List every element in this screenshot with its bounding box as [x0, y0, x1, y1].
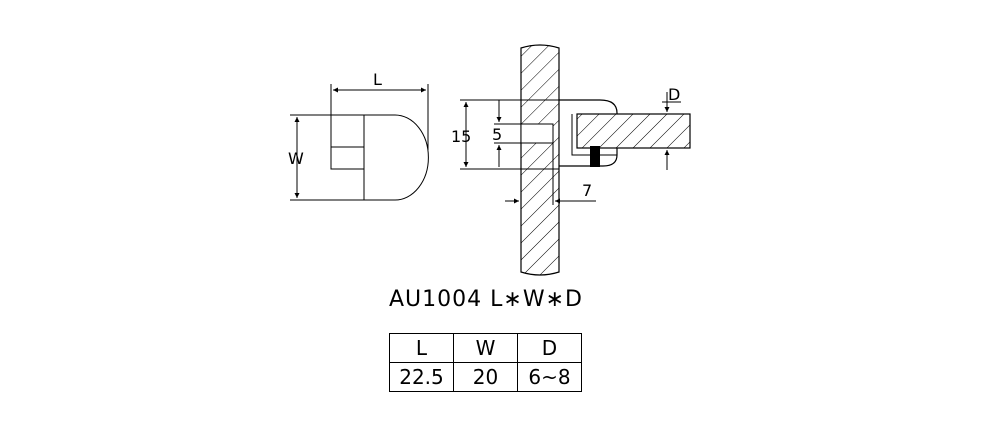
spec-value-depth: 6~8	[517, 362, 582, 392]
clip-channel	[571, 114, 617, 156]
shelf-panel	[576, 113, 691, 149]
front-view-body	[363, 114, 429, 201]
clip-bottom-outline	[559, 148, 618, 167]
model-label: AU1004 L∗W∗D	[389, 287, 583, 312]
slot-height-label: 5	[492, 125, 502, 144]
wall-section	[520, 44, 560, 276]
height-total-label: 15	[451, 127, 471, 146]
section-view: 15 5 7 D	[451, 44, 691, 276]
rubber-pad	[590, 146, 600, 167]
clip-top-outline	[559, 99, 618, 114]
spec-table-header-row: L W D	[389, 333, 582, 363]
spec-header-width: W	[453, 333, 518, 363]
slot-depth-label: 7	[582, 181, 592, 200]
spec-header-length: L	[389, 333, 454, 363]
spec-value-length: 22.5	[389, 362, 454, 392]
spec-header-depth: D	[517, 333, 582, 363]
length-label: L	[373, 70, 382, 89]
spec-table-value-row: 22.5 20 6~8	[389, 362, 582, 392]
width-label: W	[288, 149, 304, 168]
depth-label: D	[668, 85, 680, 104]
wall-slot	[520, 123, 554, 144]
spec-value-width: 20	[453, 362, 518, 392]
front-view-tab	[330, 146, 365, 170]
front-view: L W	[288, 70, 429, 201]
spec-table: L W D 22.5 20 6~8	[389, 333, 582, 392]
